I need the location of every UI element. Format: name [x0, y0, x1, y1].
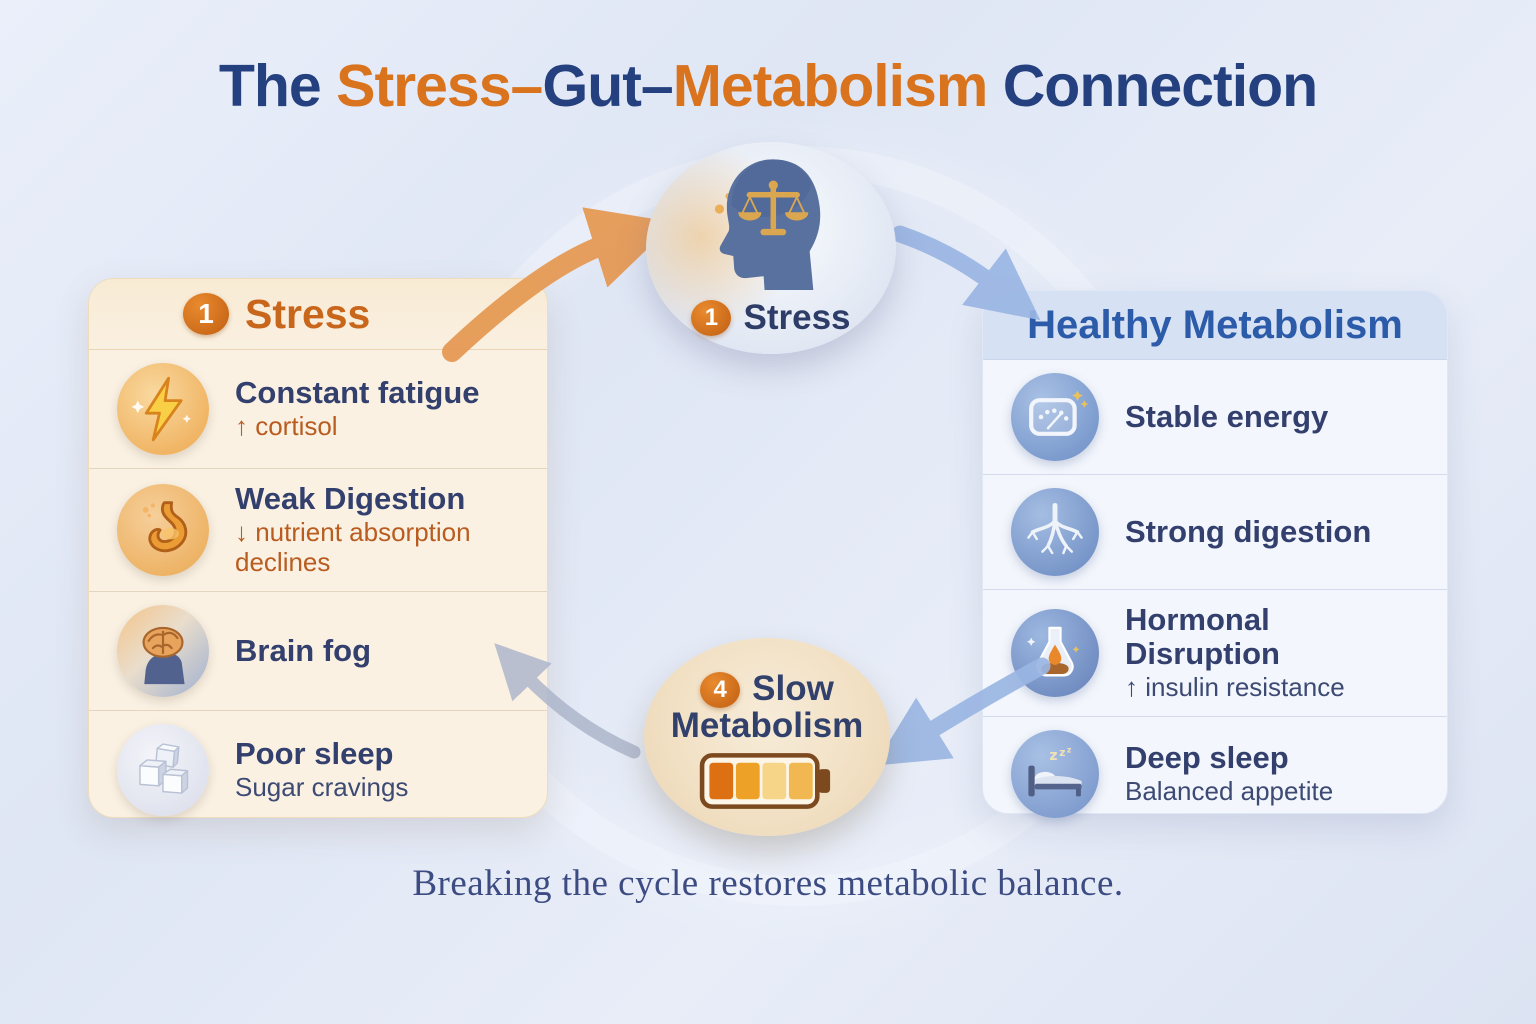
stomach-icon	[117, 483, 209, 576]
slow-node-label: 4 Slow Metabolism	[670, 669, 864, 745]
sugar-cubes-icon	[117, 723, 209, 816]
item-title: Strong digestion	[1125, 513, 1372, 549]
stress-node-text: Stress	[743, 298, 851, 337]
brain-icon	[117, 604, 209, 697]
lightning-icon	[117, 363, 209, 455]
title-connection: Connection	[987, 53, 1318, 119]
item-title: Weak Digestion	[235, 481, 466, 516]
stress-panel: 1 Stress Constant fatigue ↑ cortisol	[88, 278, 548, 818]
item-poor-sleep: Poor sleep Sugar cravings	[89, 709, 547, 829]
item-stable-energy: Stable energy	[983, 360, 1447, 474]
tagline: Breaking the cycle restores metabolic ba…	[412, 863, 1124, 904]
item-subtitle: ↑ insulin resistance	[1125, 672, 1345, 703]
flask-icon	[1011, 609, 1099, 698]
svg-text:z: z	[1049, 748, 1057, 764]
title-gut: Gut–	[542, 53, 673, 119]
item-brain-fog: Brain fog	[89, 590, 547, 710]
low-battery-icon	[699, 752, 831, 809]
stress-node: 1 Stress	[646, 142, 896, 354]
healthy-metabolism-header: Healthy Metabolism	[983, 291, 1447, 360]
item-title: Constant fatigue	[235, 375, 480, 410]
stress-badge: 1	[183, 293, 229, 335]
page-title: The Stress–Gut–Metabolism Connection	[0, 52, 1536, 120]
item-title: Brain fog	[235, 632, 372, 668]
stress-node-label: 1 Stress	[691, 298, 851, 338]
head-scales-icon	[714, 159, 821, 290]
title-stress: Stress–	[336, 53, 543, 119]
item-hormonal-disruption: Hormonal Disruption ↑ insulin resistance	[983, 589, 1447, 716]
item-title: Deep sleep	[1125, 740, 1289, 776]
stress-panel-title: Stress	[245, 290, 371, 337]
slow-metabolism-node: 4 Slow Metabolism	[644, 638, 890, 836]
gauge-icon	[1011, 373, 1099, 461]
svg-text:z: z	[1067, 745, 1072, 754]
slow-node-badge: 4	[700, 671, 741, 708]
item-strong-digestion: Strong digestion	[983, 474, 1447, 589]
item-title: Hormonal Disruption	[1125, 602, 1280, 672]
item-subtitle: ↓ nutrient absorption declines	[235, 517, 471, 577]
slow-node-text-line1: Slow	[752, 669, 834, 709]
item-weak-digestion: Weak Digestion ↓ nutrient absorption dec…	[89, 468, 547, 591]
svg-text:z: z	[1059, 747, 1065, 759]
stress-node-badge: 1	[691, 300, 732, 336]
item-subtitle: ↑ cortisol	[235, 411, 338, 442]
item-subtitle: Balanced appetite	[1125, 776, 1334, 807]
title-metabolism: Metabolism	[672, 53, 989, 119]
healthy-metabolism-title: Healthy Metabolism	[1027, 302, 1403, 347]
item-deep-sleep: z z z Deep sleep Balanced appetite	[983, 716, 1447, 831]
stress-panel-header: 1 Stress	[89, 279, 547, 350]
title-the: The	[218, 53, 337, 119]
slow-node-text-line2: Metabolism	[670, 706, 864, 745]
roots-icon	[1011, 488, 1099, 576]
item-title: Stable energy	[1125, 398, 1329, 434]
item-subtitle: Sugar cravings	[235, 771, 409, 802]
item-constant-fatigue: Constant fatigue ↑ cortisol	[89, 350, 547, 468]
bed-icon: z z z	[1011, 730, 1099, 819]
healthy-metabolism-panel: Healthy Metabolism	[982, 290, 1448, 819]
item-title: Poor sleep	[235, 735, 394, 771]
